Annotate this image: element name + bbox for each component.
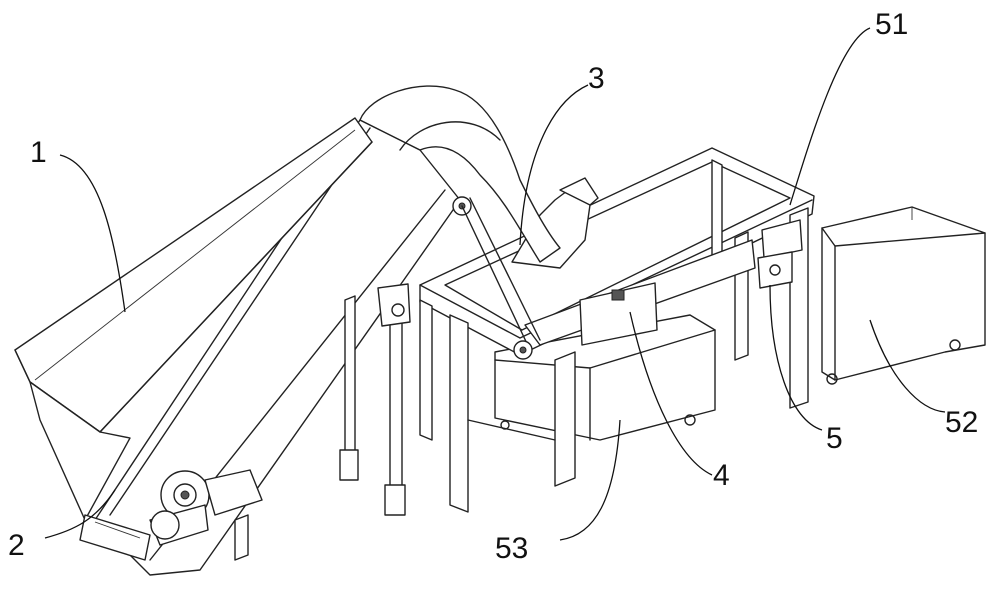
label-3: 3 bbox=[588, 62, 605, 95]
leader-lines bbox=[44, 27, 946, 541]
leader-53 bbox=[559, 419, 621, 541]
leader-52 bbox=[869, 319, 946, 413]
leader-4 bbox=[629, 311, 713, 476]
label-1: 1 bbox=[30, 136, 47, 169]
label-5: 5 bbox=[826, 422, 843, 455]
label-51: 51 bbox=[875, 8, 908, 41]
label-53: 53 bbox=[495, 532, 528, 565]
inclined-conveyor bbox=[94, 85, 561, 576]
feed-hopper bbox=[14, 117, 373, 521]
main-frame bbox=[419, 147, 815, 513]
right-bin bbox=[821, 206, 986, 385]
middle-bin bbox=[494, 314, 716, 441]
label-2: 2 bbox=[8, 529, 25, 562]
label-4: 4 bbox=[713, 459, 730, 492]
leader-3 bbox=[519, 84, 589, 246]
leader-1 bbox=[59, 154, 126, 313]
drive-motor bbox=[79, 469, 263, 561]
leader-51 bbox=[789, 27, 871, 206]
leader-5 bbox=[769, 284, 823, 431]
leader-2 bbox=[44, 489, 116, 539]
label-52: 52 bbox=[945, 406, 978, 439]
sensor-box bbox=[757, 219, 803, 289]
